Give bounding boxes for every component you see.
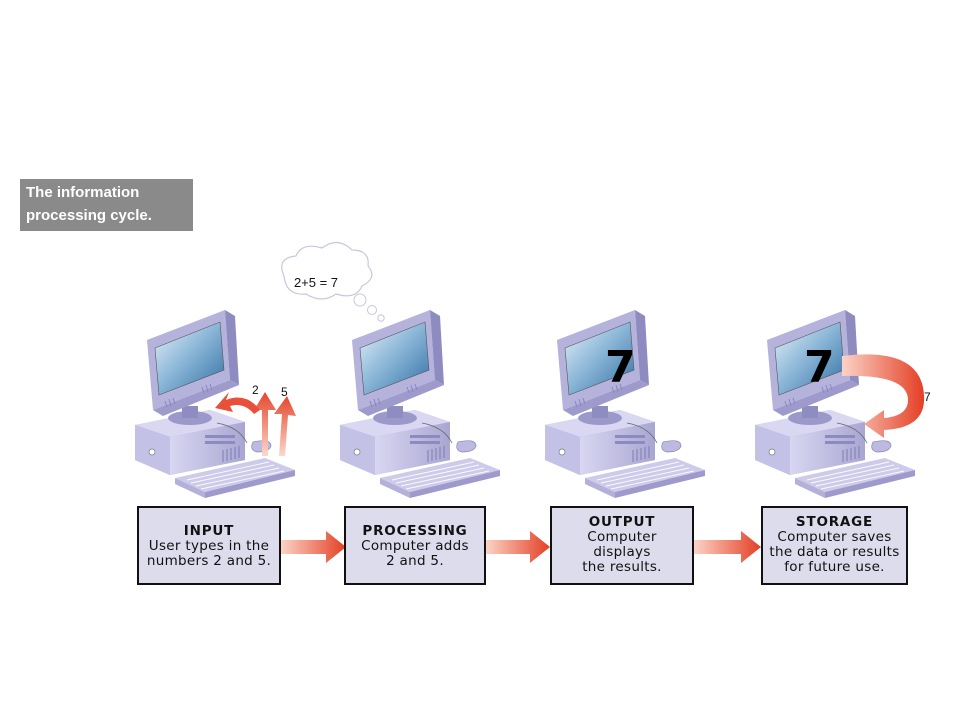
step-text: Computer (587, 529, 657, 545)
storage-arrow-label: 7 (924, 390, 931, 404)
step-text: the results. (582, 559, 662, 575)
flow-arrows (281, 531, 761, 563)
step-box-processing: PROCESSING Computer adds 2 and 5. (344, 506, 486, 585)
computer-storage (754, 309, 916, 499)
flow-arrow-1 (281, 531, 346, 563)
storage-screen-number: 7 (804, 342, 835, 393)
computer-output (544, 309, 706, 499)
diagram-caption: The information processing cycle. (20, 179, 193, 231)
step-title: PROCESSING (362, 523, 468, 539)
step-text: Computer adds (361, 538, 469, 554)
step-text: numbers 2 and 5. (146, 553, 272, 569)
step-title: STORAGE (795, 514, 874, 530)
step-box-output: OUTPUT Computer displays the results. (550, 506, 694, 585)
storage-arrow: 7 (842, 354, 931, 438)
step-box-input: INPUT User types in the numbers 2 and 5. (137, 506, 281, 585)
step-title: INPUT (183, 523, 235, 539)
step-title: OUTPUT (588, 514, 656, 530)
input-number-5: 5 (281, 385, 288, 399)
computer-processing (339, 309, 501, 499)
thought-cloud: 2+5 = 7 (281, 241, 385, 322)
flow-arrow-3 (694, 531, 761, 563)
step-text: Computer saves (777, 529, 892, 545)
step-text: User types in the (148, 538, 270, 554)
thought-equation: 2+5 = 7 (294, 275, 338, 290)
flow-arrow-2 (486, 531, 550, 563)
step-text: displays (593, 544, 651, 560)
step-text: the data or results (769, 544, 900, 560)
input-number-2: 2 (252, 383, 259, 397)
step-box-storage: STORAGE Computer saves the data or resul… (761, 506, 908, 585)
output-screen-number: 7 (605, 342, 636, 393)
step-text: for future use. (784, 559, 885, 575)
caption-line-1: The information (26, 184, 140, 201)
step-text: 2 and 5. (386, 553, 444, 569)
input-arrows: 2 5 (215, 383, 296, 456)
caption-line-2: processing cycle. (26, 207, 152, 224)
